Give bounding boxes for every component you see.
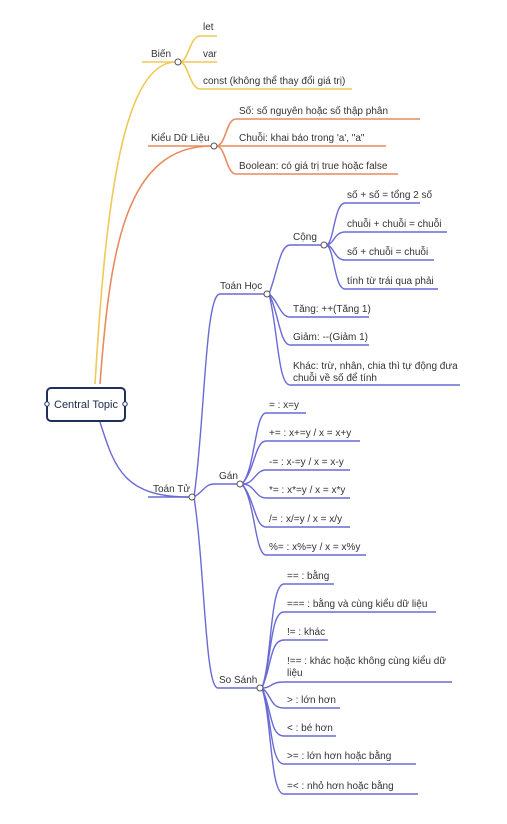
connector-central-toantu: [99, 421, 191, 498]
central-handle-left[interactable]: [44, 401, 50, 407]
node-gan-6[interactable]: %= : x%=y / x = x%y: [269, 542, 360, 553]
node-giam[interactable]: Giảm: --(Giảm 1): [293, 332, 368, 343]
connector-cong-4: [325, 244, 438, 290]
node-tang[interactable]: Tăng: ++(Tăng 1): [293, 304, 371, 315]
node-sosanh-2[interactable]: === : bằng và cùng kiểu dữ liệu: [287, 597, 427, 610]
node-khac-line1[interactable]: Khác: trừ, nhân, chia thì tự động đưa: [293, 361, 458, 372]
node-gan-2[interactable]: += : x+=y / x = x+y: [269, 428, 351, 439]
connector-sosanh-4: [261, 681, 452, 689]
connector-toantu-gan: [193, 483, 238, 498]
node-gan[interactable]: Gán: [219, 471, 238, 482]
node-bien-let[interactable]: let: [203, 22, 214, 33]
connector-cong-2: [325, 231, 447, 246]
node-kieu-chuoi[interactable]: Chuỗi: khai báo trong 'a', "a": [239, 131, 365, 144]
node-gan-3[interactable]: -= : x-=y / x = x-y: [269, 457, 344, 468]
connector-sosanh-8: [261, 687, 418, 795]
node-sosanh-8[interactable]: =< : nhỏ hơn hoặc bằng: [287, 779, 394, 792]
branch-toan-tu: [99, 202, 460, 795]
toggle-cong[interactable]: [320, 241, 328, 249]
node-bien-const[interactable]: const (không thể thay đổi giá trị): [203, 75, 345, 87]
connector-bien-const: [179, 61, 352, 90]
toggle-toan-hoc[interactable]: [263, 290, 271, 298]
connector-kieu-so: [215, 118, 420, 147]
node-khac-line2[interactable]: chuỗi về số để tính: [293, 371, 377, 384]
toggle-kieu-du-lieu[interactable]: [210, 142, 218, 150]
connector-gan-6: [241, 483, 366, 556]
node-bien-var[interactable]: var: [203, 49, 218, 60]
node-sosanh-3[interactable]: != : khác: [287, 627, 325, 638]
connector-toanhoc-cong: [268, 244, 322, 295]
node-cong-1[interactable]: số + số = tổng 2 số: [347, 189, 432, 201]
toggle-gan[interactable]: [236, 480, 244, 488]
connector-toantu-sosanh: [193, 496, 258, 689]
connector-gan-4: [241, 483, 350, 499]
connector-central-bien: [94, 61, 177, 385]
central-handle-right[interactable]: [122, 401, 128, 407]
connector-toanhoc-giam: [268, 293, 369, 346]
node-toan-hoc[interactable]: Toán Học: [220, 281, 262, 292]
node-sosanh-1[interactable]: == : bằng: [287, 569, 329, 582]
node-bien[interactable]: Biến: [151, 48, 171, 60]
node-cong-3[interactable]: số + chuỗi = chuỗi: [347, 245, 428, 258]
connector-toanhoc-khac: [268, 293, 460, 386]
connector-sosanh-5: [261, 687, 340, 709]
node-gan-1[interactable]: = : x=y: [269, 400, 299, 411]
toggle-bien[interactable]: [174, 58, 182, 66]
connector-kieu-boolean: [215, 145, 398, 175]
node-kieu-boolean[interactable]: Boolean: có giá trị true hoặc false: [239, 161, 388, 172]
connector-gan-3: [241, 469, 350, 485]
node-kieu-so[interactable]: Số: số nguyên hoặc số thập phân: [239, 105, 388, 117]
branch-bien: [94, 35, 352, 385]
branch-kieu-du-lieu: [99, 118, 420, 385]
connector-sosanh-3: [261, 639, 328, 689]
node-sosanh-5[interactable]: > : lớn hơn: [287, 695, 336, 706]
node-kieu-du-lieu[interactable]: Kiểu Dữ Liệu: [151, 132, 209, 144]
node-cong-2[interactable]: chuỗi + chuỗi = chuỗi: [347, 217, 442, 230]
central-topic-label: Central Topic: [54, 399, 118, 411]
node-gan-4[interactable]: *= : x*=y / x = x*y: [269, 485, 345, 496]
connector-toanhoc-tang: [268, 293, 369, 318]
connector-central-kieu: [99, 145, 213, 385]
connector-gan-2: [241, 440, 360, 485]
connector-cong-1: [325, 202, 420, 246]
node-cong[interactable]: Cộng: [293, 232, 317, 243]
node-sosanh-4-line2[interactable]: liệu: [287, 668, 303, 679]
toggle-so-sanh[interactable]: [256, 684, 264, 692]
central-topic[interactable]: Central Topic: [44, 387, 128, 422]
connector-toantu-toanhoc: [193, 293, 265, 498]
node-sosanh-6[interactable]: < : bé hơn: [287, 723, 333, 734]
toggle-toan-tu[interactable]: [188, 493, 196, 501]
connector-bien-let: [179, 35, 217, 63]
node-toan-tu[interactable]: Toán Tử: [153, 483, 190, 495]
node-cong-4[interactable]: tính từ trái qua phải: [347, 276, 434, 287]
node-sosanh-7[interactable]: >= : lớn hơn hoặc bằng: [287, 749, 391, 762]
node-so-sanh[interactable]: So Sánh: [219, 675, 257, 686]
connector-gan-1: [241, 412, 306, 485]
node-sosanh-4-line1[interactable]: !== : khác hoặc không cùng kiểu dữ: [287, 655, 446, 667]
node-gan-5[interactable]: /= : x/=y / x = x/y: [269, 514, 342, 525]
connector-sosanh-2: [261, 611, 436, 689]
